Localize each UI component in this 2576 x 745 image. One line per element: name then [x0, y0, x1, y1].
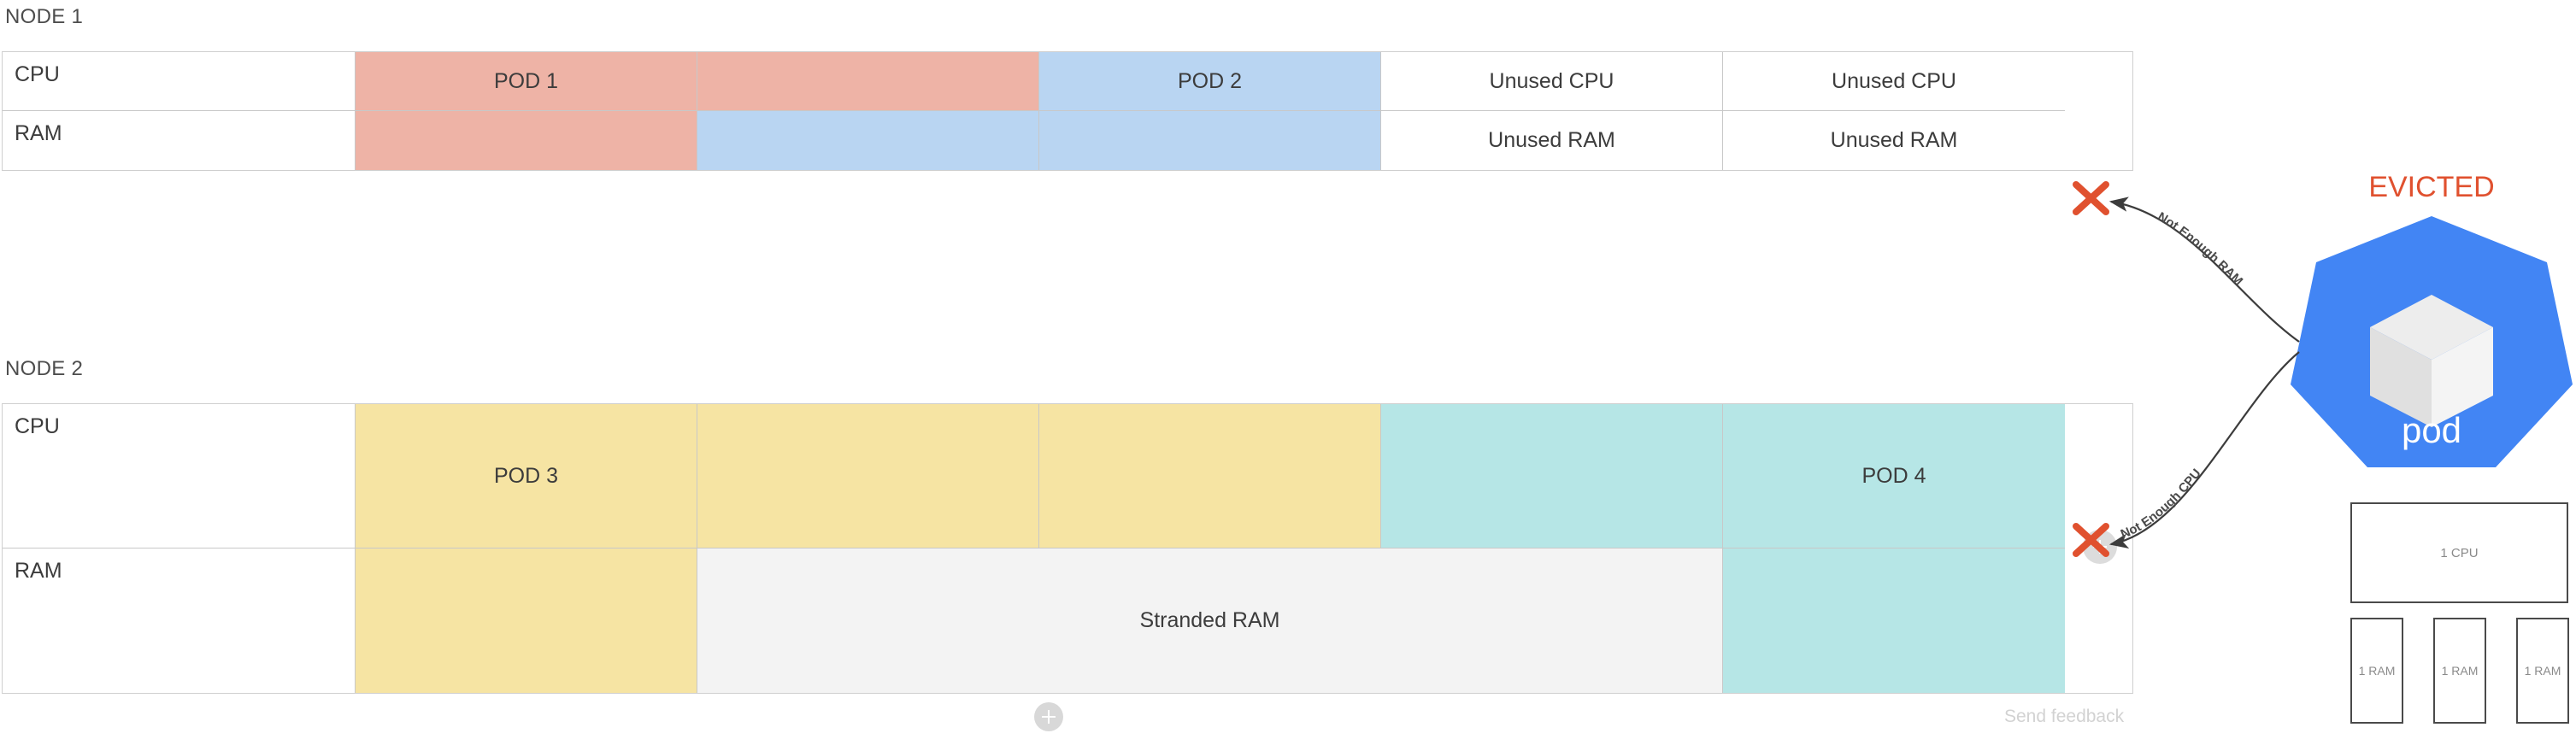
node2-cpu-cell-pod3-a[interactable]: POD 3: [356, 404, 697, 548]
node1-ram-cell-unused-1[interactable]: Unused RAM: [1381, 111, 1723, 170]
node1-cpu-cell-pod2[interactable]: POD 2: [1039, 52, 1381, 111]
node2-cpu-cell-pod3-c[interactable]: [1039, 404, 1381, 548]
node2-ram-row-label: RAM: [3, 548, 356, 693]
node2-grid: CPU POD 3 POD 4 RAM Stranded RAM: [2, 403, 2133, 694]
node1-ram-cell-pod2-a[interactable]: [697, 111, 1039, 170]
pod-resource-ram-box-1[interactable]: 1 RAM: [2350, 618, 2403, 724]
edge-not-enough-ram: [2108, 197, 2300, 343]
pod-resource-cpu-box[interactable]: 1 CPU: [2350, 502, 2568, 603]
kubernetes-pod-icon: [2291, 216, 2573, 467]
node2-ram-cell-pod3[interactable]: [356, 548, 697, 693]
send-feedback-link[interactable]: Send feedback: [2004, 707, 2125, 726]
evicted-status-label: EVICTED: [2368, 171, 2495, 203]
node1-grid: CPU POD 1 POD 2 Unused CPU Unused CPU RA…: [2, 51, 2133, 171]
node1-cpu-cell-pod1-b[interactable]: [697, 52, 1039, 111]
node2-cpu-row-label: CPU: [3, 404, 356, 548]
edge-not-enough-cpu: [2108, 351, 2300, 548]
pod-resource-ram-box-2[interactable]: 1 RAM: [2433, 618, 2486, 724]
node1-title: NODE 1: [5, 5, 84, 28]
node2-cpu-cell-pod4-a[interactable]: [1381, 404, 1723, 548]
node2-ram-cell-pod4[interactable]: [1723, 548, 2065, 693]
node2-cpu-cell-pod4-b[interactable]: POD 4: [1723, 404, 2065, 548]
edge-label-not-enough-ram: Not Enough RAM: [2155, 209, 2245, 289]
node1-ram-row-label: RAM: [3, 111, 356, 170]
node2-cpu-cell-pod3-b[interactable]: [697, 404, 1039, 548]
node2-title: NODE 2: [5, 357, 84, 380]
node1-ram-cell-unused-2[interactable]: Unused RAM: [1723, 111, 2065, 170]
pod-resource-ram-box-3[interactable]: 1 RAM: [2516, 618, 2569, 724]
add-node-button[interactable]: [1034, 702, 1063, 731]
add-hover-affordance[interactable]: [2083, 530, 2117, 564]
node1-cpu-cell-unused-2[interactable]: Unused CPU: [1723, 52, 2065, 111]
pod-caption: pod: [2401, 410, 2462, 450]
node2-ram-cell-stranded[interactable]: Stranded RAM: [697, 548, 1723, 693]
node1-cpu-cell-pod1-a[interactable]: POD 1: [356, 52, 697, 111]
node1-ram-cell-pod2-b[interactable]: [1039, 111, 1381, 170]
eviction-marker-ram-icon: [2073, 181, 2109, 215]
node1-cpu-row-label: CPU: [3, 52, 356, 111]
node1-ram-cell-pod1[interactable]: [356, 111, 697, 170]
node1-cpu-cell-unused-1[interactable]: Unused CPU: [1381, 52, 1723, 111]
